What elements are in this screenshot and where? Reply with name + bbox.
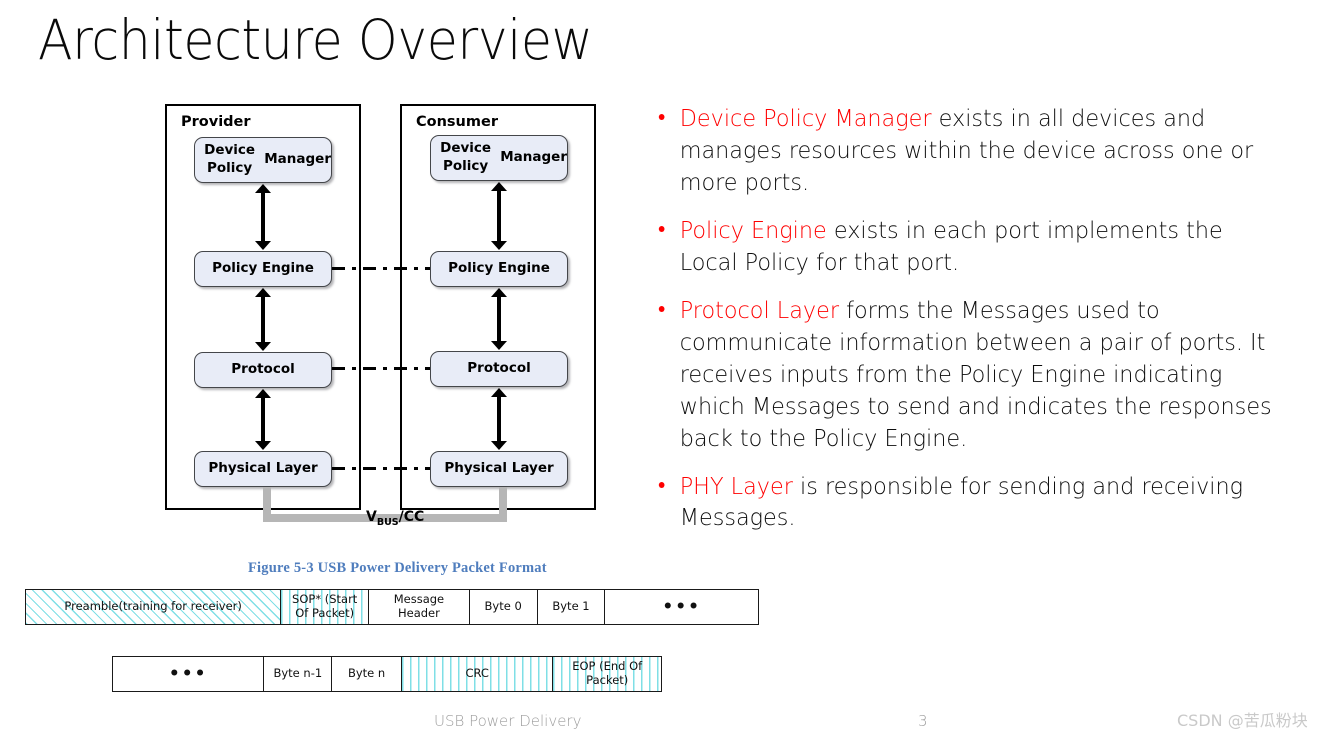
bullet-dot-icon	[658, 481, 665, 488]
bullet-text: exists in all devices and manages resour…	[679, 104, 1254, 196]
bullet-dot-icon	[658, 114, 665, 121]
bus-crossbar	[263, 514, 507, 522]
bullet-dot-icon	[658, 225, 665, 232]
page-number: 3	[918, 712, 928, 730]
provider-protocol-node[interactable]: Protocol	[194, 352, 332, 388]
consumer-label: Consumer	[416, 114, 498, 130]
policy-engine-link	[332, 267, 430, 270]
ellipsis-cell: •••	[113, 657, 265, 691]
vbus-subscript: BUS	[376, 516, 399, 528]
crc-cell: CRC	[401, 657, 554, 691]
bus-right-riser	[499, 487, 507, 522]
bullet-item: Protocol Layer forms the Messages used t…	[655, 295, 1282, 455]
byte-n-1-cell: Byte n-1	[264, 657, 333, 691]
bullet-item: PHY Layer is responsible for sending and…	[655, 471, 1282, 535]
physical-layer-link	[332, 467, 430, 470]
consumer-protocol-to-phy-arrow-icon	[491, 388, 507, 450]
preamble-cell: Preamble(training for receiver)	[26, 590, 282, 624]
preamble-cell-label: Preamble(training for receiver)	[64, 599, 242, 614]
bullet-text: is responsible for sending and receiving…	[679, 471, 1244, 532]
provider-dpm-to-pe-arrow-icon	[255, 184, 271, 250]
byte-0-cell: Byte 0	[470, 590, 538, 624]
byte-1-cell: Byte 1	[538, 590, 606, 624]
bullet-keyword: Policy Engine	[679, 215, 827, 244]
crc-cell-label: CRC	[465, 666, 489, 681]
bullet-text: exists in each port implements the Local…	[679, 215, 1223, 276]
bullet-item: Device Policy Manager exists in all devi…	[655, 103, 1282, 199]
byte-n-cell-label: Byte n	[347, 666, 386, 681]
vbus-v: V	[366, 509, 377, 525]
bullet-keyword: Protocol Layer	[679, 295, 840, 324]
bus-left-riser	[263, 487, 271, 522]
watermark: CSDN @苦瓜粉块	[1177, 711, 1308, 730]
ellipsis-cell-label: •••	[662, 596, 701, 617]
page-title: Architecture Overview	[38, 8, 593, 72]
bullet-list: Device Policy Manager exists in all devi…	[655, 103, 1315, 550]
provider-label: Provider	[181, 114, 251, 130]
provider-physical-layer-node[interactable]: Physical Layer	[194, 451, 332, 487]
provider-policy-engine-node[interactable]: Policy Engine	[194, 251, 332, 287]
provider-protocol-to-phy-arrow-icon	[255, 389, 271, 450]
bullet-item: Policy Engine exists in each port implem…	[655, 215, 1282, 279]
footer-title: USB Power Delivery	[434, 712, 582, 730]
figure-caption: Figure 5-3 USB Power Delivery Packet For…	[248, 560, 547, 576]
bullet-dot-icon	[658, 305, 665, 312]
consumer-physical-layer-node[interactable]: Physical Layer	[430, 451, 568, 487]
consumer-dpm-to-pe-arrow-icon	[491, 182, 507, 250]
byte-1-cell-label: Byte 1	[552, 599, 590, 614]
protocol-link	[332, 367, 430, 370]
consumer-protocol-node[interactable]: Protocol	[430, 351, 568, 387]
byte-n-1-cell-label: Byte n-1	[273, 666, 323, 681]
bullet-keyword: Device Policy Manager	[679, 104, 932, 132]
byte-0-cell-label: Byte 0	[484, 599, 522, 614]
vbus-cc-label: VBUS/CC	[366, 509, 424, 528]
consumer-pe-to-protocol-arrow-icon	[491, 288, 507, 350]
bullet-keyword: PHY Layer	[679, 471, 793, 500]
bullet-text: forms the Messages used to communicate i…	[679, 295, 1272, 452]
vbus-cc: /CC	[398, 509, 425, 525]
packet-row: Preamble(training for receiver) SOP* (Sta…	[25, 589, 759, 625]
provider-pe-to-protocol-arrow-icon	[255, 288, 271, 351]
ellipsis-cell: •••	[605, 590, 758, 624]
byte-n-cell: Byte n	[332, 657, 402, 691]
ellipsis-cell-label: •••	[168, 663, 208, 684]
consumer-policy-engine-node[interactable]: Policy Engine	[430, 251, 568, 287]
